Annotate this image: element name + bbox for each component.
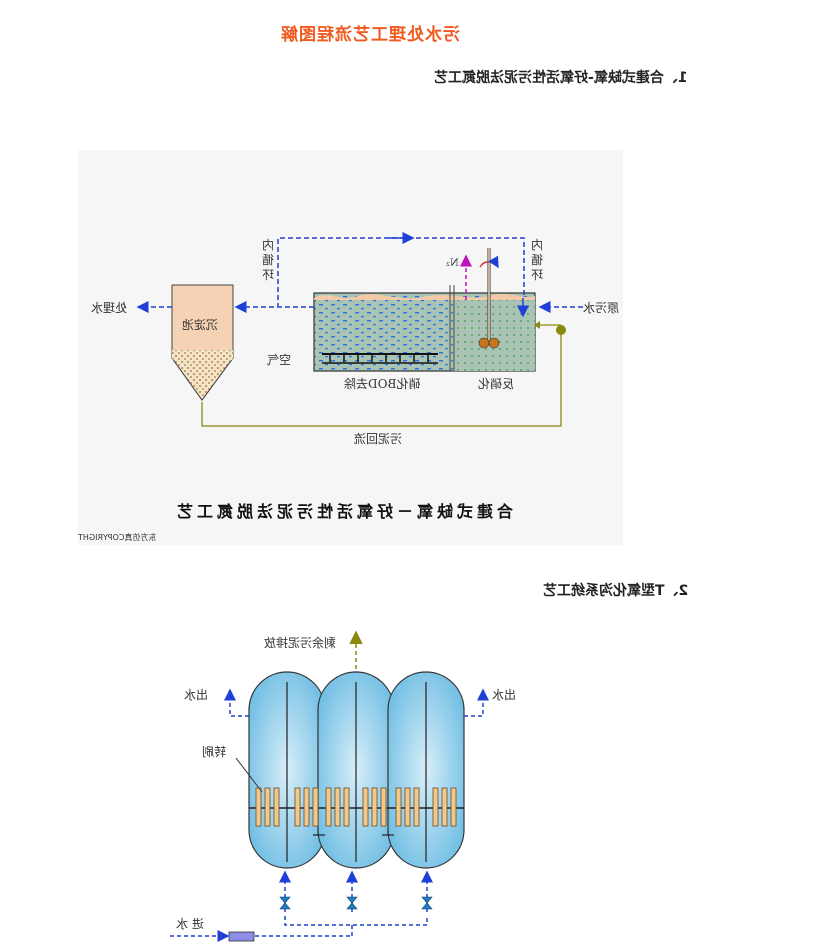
label-nitrification-bod: 硝化BOD去除: [344, 377, 421, 391]
label-air: 空气: [267, 353, 292, 367]
aeration-tank: [313, 285, 536, 372]
label-internal-recycle-left: 内循环: [262, 238, 275, 282]
rotor-brushes: [255, 787, 457, 827]
label-raw-sewage: 原污水: [583, 301, 620, 315]
diagram-ao-process: 处理水 沉淀池 内循环 内循环 原污水 N₂ 空气 硝化BOD去除 反硝化 污泥…: [78, 150, 623, 545]
label-outlet-left: 出水: [184, 688, 209, 702]
label-inlet: 进 水: [176, 917, 204, 931]
label-settling-tank: 沉淀池: [182, 318, 219, 332]
section2-heading: 2、T型氧化沟系统工艺: [542, 583, 688, 599]
label-internal-recycle-right: 内循环: [531, 238, 544, 282]
label-denitrification: 反硝化: [478, 377, 515, 391]
label-rotor-brush: 转刷: [202, 745, 227, 759]
air-diffuser: [322, 353, 438, 364]
label-outlet-right: 出水: [492, 688, 517, 702]
label-treated-water: 处理水: [91, 301, 128, 315]
diagram-caption: 合建式缺氧－好氧活性污泥法脱氮工艺: [173, 502, 514, 521]
label-sludge-return: 污泥回流: [354, 432, 403, 446]
label-excess-sludge: 剩余污泥排放: [264, 636, 337, 650]
ao-process-drawing: [136, 232, 583, 427]
page-title: 污水处理工艺流程图解: [280, 25, 460, 45]
sludge-return-line: [201, 321, 566, 427]
oxidation-ditch-drawing: [170, 630, 489, 942]
section1-heading: 1、合建式缺氧-好氧活性污泥法脱氮工艺: [434, 70, 688, 86]
ditch-tanks: [248, 671, 465, 869]
inlet-piping: [170, 870, 433, 942]
valve-icons: [279, 896, 433, 910]
copyright-note: 东方仿真COPYRIGHT: [78, 533, 157, 542]
diagram-t-oxidation-ditch: 剩余污泥排放 出水 出水 转刷 进 水: [150, 620, 550, 951]
mixer: [478, 248, 500, 349]
label-nitrogen: N₂: [446, 258, 459, 269]
settling-tank: [171, 284, 234, 401]
